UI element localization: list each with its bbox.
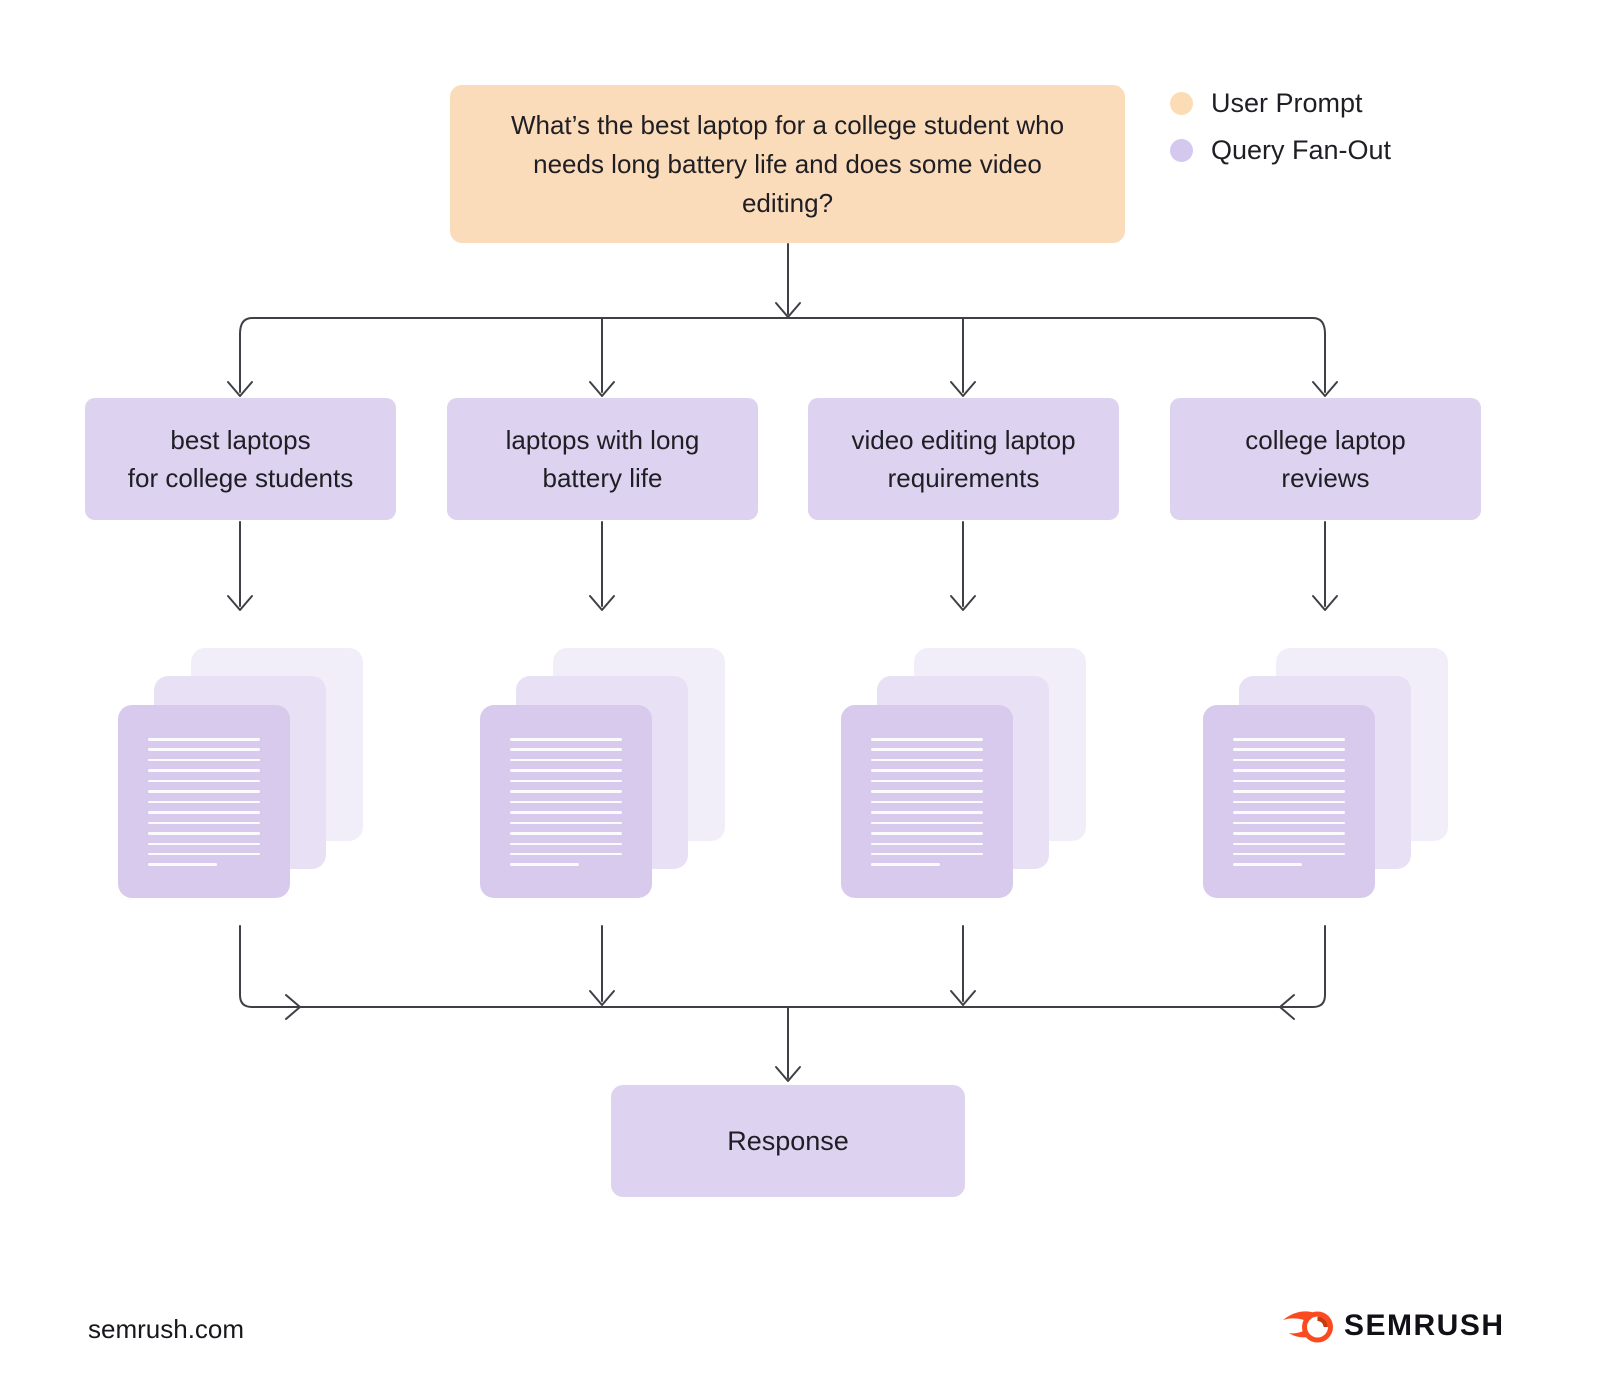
legend-label-query-fanout: Query Fan-Out xyxy=(1211,135,1392,165)
user-prompt-text: What’s the best laptop for a college stu… xyxy=(510,109,1065,218)
legend-item-query-fanout: Query Fan-Out xyxy=(1170,135,1391,166)
query-label-line: college laptop xyxy=(1245,425,1406,455)
semrush-flame-icon xyxy=(1283,1311,1333,1343)
query-box-best-laptops: best laptops for college students xyxy=(85,398,396,520)
query-fanout-legend-dot xyxy=(1170,139,1193,162)
legend-label-user-prompt: User Prompt xyxy=(1211,88,1363,118)
legend: User Prompt Query Fan-Out xyxy=(1170,88,1391,166)
document-page-front xyxy=(841,705,1013,898)
query-box-college-reviews: college laptop reviews xyxy=(1170,398,1481,520)
response-box: Response xyxy=(611,1085,965,1197)
document-stack-1 xyxy=(118,648,363,898)
query-label-line: reviews xyxy=(1281,463,1370,493)
document-page-front xyxy=(1203,705,1375,898)
query-label-line: requirements xyxy=(887,463,1040,493)
document-page-front xyxy=(480,705,652,898)
query-label-line: for college students xyxy=(127,463,354,493)
document-text-lines xyxy=(1233,738,1345,866)
semrush-logo: SEMRUSH xyxy=(1282,1308,1505,1344)
response-label: Response xyxy=(727,1125,849,1156)
user-prompt-legend-dot xyxy=(1170,92,1193,115)
query-label-line: best laptops xyxy=(170,425,311,455)
document-text-lines xyxy=(510,738,622,866)
document-stack-4 xyxy=(1203,648,1448,898)
user-prompt-box: What’s the best laptop for a college stu… xyxy=(450,85,1125,243)
semrush-wordmark: SEMRUSH xyxy=(1344,1309,1505,1342)
query-box-battery-life: laptops with long battery life xyxy=(447,398,758,520)
query-label-line: battery life xyxy=(542,463,663,493)
document-stack-2 xyxy=(480,648,725,898)
legend-item-user-prompt: User Prompt xyxy=(1170,88,1391,119)
document-stack-3 xyxy=(841,648,1086,898)
website-url: semrush.com xyxy=(88,1314,245,1344)
query-label-line: video editing laptop xyxy=(851,425,1076,455)
document-text-lines xyxy=(148,738,260,866)
document-page-front xyxy=(118,705,290,898)
document-text-lines xyxy=(871,738,983,866)
query-box-video-editing: video editing laptop requirements xyxy=(808,398,1119,520)
query-label-line: laptops with long xyxy=(505,425,700,455)
